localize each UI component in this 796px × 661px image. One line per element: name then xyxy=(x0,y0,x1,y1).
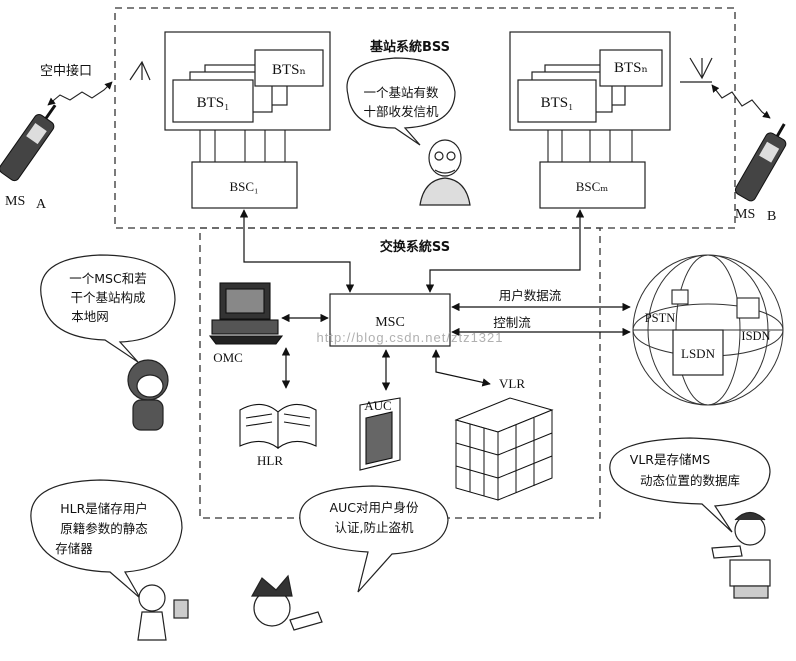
pstn-label: PSTN xyxy=(645,311,676,325)
boy-with-book-figure xyxy=(137,584,189,641)
auc-box-icon xyxy=(359,397,401,471)
bsc-right-to-msc-link xyxy=(425,209,585,293)
isdn-cube xyxy=(736,297,760,319)
pstn-cube xyxy=(671,289,689,305)
old-man-figure xyxy=(419,139,471,206)
lsdn-label: LSDN xyxy=(681,346,716,361)
bss-title: 基站系統BSS xyxy=(369,39,450,55)
bts-1-label-left: BTS₁ xyxy=(197,95,230,111)
msc-bubble-line-1: 一个MSC和若 xyxy=(69,271,146,286)
ms-b-letter: B xyxy=(767,209,776,224)
antenna-right xyxy=(680,57,713,83)
air-link-left xyxy=(47,81,113,106)
msc-speech-bubble xyxy=(40,254,176,363)
hlr-bubble-line-2: 原籍参数的静态 xyxy=(60,521,148,536)
hlr-speech-bubble xyxy=(30,479,183,599)
isdn-label: ISDN xyxy=(741,329,770,343)
air-interface-label: 空中接口 xyxy=(40,63,92,79)
vlr-label: VLR xyxy=(499,376,525,391)
hlr-bubble-line-3: 存储器 xyxy=(55,541,93,556)
bts-bsc-links-right xyxy=(547,130,633,162)
watermark: http://blog.csdn.net/ztz1321 xyxy=(317,330,504,345)
vlr-bubble-line-1: VLR是存储MS xyxy=(630,452,710,467)
bts-box-left-n xyxy=(254,49,324,87)
vlr-speech-bubble xyxy=(609,437,771,533)
bsc-box-right xyxy=(539,161,646,209)
bsc-right-label: BSCₘ xyxy=(576,179,609,194)
hlr-bubble-line-1: HLR是储存用户 xyxy=(60,501,148,516)
bts-group-left xyxy=(164,31,331,131)
ms-a-letter: A xyxy=(36,197,47,212)
omc-label: OMC xyxy=(213,350,243,365)
vlr-grid-cube-icon xyxy=(454,397,554,501)
user-data-flow-label: 用户数据流 xyxy=(499,288,562,303)
control-flow-label: 控制流 xyxy=(493,315,531,330)
msc-bubble-line-2: 干个基站构成 xyxy=(70,290,145,305)
bts-1-label-right: BTS₁ xyxy=(541,95,574,111)
bts-n-label-left: BTSₙ xyxy=(272,62,306,78)
auc-speech-bubble xyxy=(299,485,449,593)
bts-bsc-links-left xyxy=(199,130,286,162)
bts-box-left-1 xyxy=(172,79,254,123)
auc-bubble-line-1: AUC对用户身份 xyxy=(330,500,419,515)
robot-cat-figure xyxy=(127,359,169,431)
msc-box xyxy=(329,293,451,347)
bsc-left-label: BSC₁ xyxy=(229,179,258,194)
boy-with-computer-figure xyxy=(711,511,771,599)
msc-label: MSC xyxy=(375,315,405,330)
omc-computer-icon xyxy=(208,282,284,345)
auc-bubble-line-2: 认证,防止盗机 xyxy=(335,520,414,535)
bsc-box-left xyxy=(191,161,298,209)
msc-vlr-link xyxy=(431,349,491,387)
bts-box-right-n xyxy=(599,49,663,87)
bss-speech-bubble xyxy=(346,57,456,146)
mobile-phone-b-icon xyxy=(734,123,787,202)
bts-box-right-1 xyxy=(517,79,597,123)
bss-bubble-line-1: 一个基站有数 xyxy=(363,85,439,100)
bss-bubble-line-2: 十部收发信机 xyxy=(363,104,439,119)
lsdn-cube xyxy=(672,329,724,376)
bsc-left-to-msc-link xyxy=(239,209,355,293)
hlr-label: HLR xyxy=(257,453,283,468)
mobile-phone-a-icon xyxy=(0,104,57,182)
ms-b-label: MS xyxy=(735,207,755,222)
antenna-left xyxy=(129,60,151,81)
air-link-right xyxy=(711,84,771,119)
boy-pointing-figure xyxy=(250,574,323,631)
bts-n-label-right: BTSₙ xyxy=(614,60,648,76)
msc-bubble-line-3: 本地网 xyxy=(71,309,109,324)
ss-title: 交换系統SS xyxy=(380,239,450,255)
ms-a-label: MS xyxy=(5,194,25,209)
vlr-bubble-line-2: 动态位置的数据库 xyxy=(640,473,740,488)
auc-label: AUC xyxy=(364,398,391,413)
hlr-book-icon xyxy=(239,403,317,450)
